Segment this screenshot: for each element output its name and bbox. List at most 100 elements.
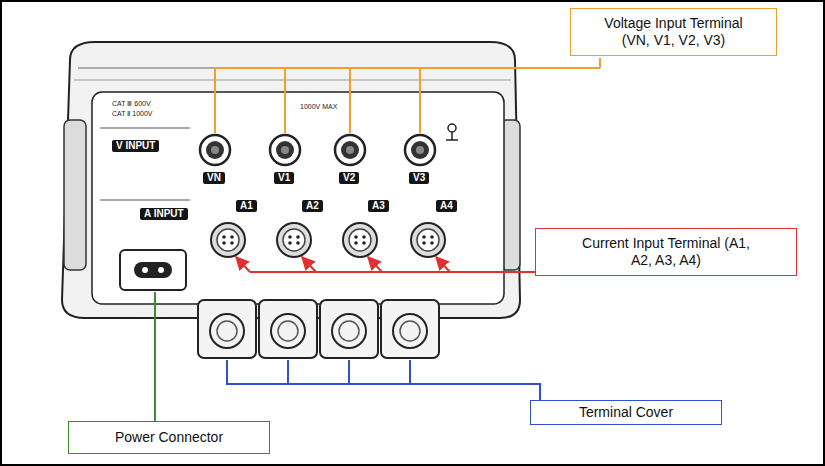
voltage-terminal bbox=[341, 141, 359, 159]
current-terminal bbox=[362, 241, 366, 245]
current-terminal bbox=[422, 241, 426, 245]
current-terminal bbox=[430, 241, 434, 245]
voltage-leader bbox=[349, 68, 351, 133]
device-body bbox=[74, 80, 511, 81]
ground-symbol bbox=[446, 124, 458, 140]
current-terminal bbox=[422, 235, 426, 239]
voltage-terminal bbox=[411, 141, 429, 159]
terminal-cover bbox=[278, 321, 298, 341]
current-terminal bbox=[211, 223, 445, 257]
terminal-tag: V1 bbox=[274, 172, 294, 184]
ground-symbol bbox=[446, 132, 458, 140]
device-body bbox=[64, 120, 86, 270]
current-leader bbox=[236, 257, 250, 272]
voltage-leader bbox=[419, 68, 421, 133]
current-leader bbox=[302, 257, 316, 272]
voltage-terminal bbox=[200, 135, 230, 165]
current-terminal bbox=[296, 241, 300, 245]
callout-box: Current Input Terminal (A1, A2, A3, A4) bbox=[535, 228, 797, 276]
voltage-leader bbox=[599, 58, 601, 68]
voltage-leader bbox=[284, 68, 286, 133]
current-terminal bbox=[283, 229, 305, 251]
current-leader bbox=[236, 257, 535, 272]
voltage-terminal bbox=[270, 135, 300, 165]
current-terminal bbox=[417, 229, 439, 251]
terminal-cover bbox=[198, 300, 439, 358]
current-terminal bbox=[230, 235, 234, 239]
current-leader bbox=[368, 257, 382, 272]
terminal-tag: V2 bbox=[339, 172, 359, 184]
current-terminal bbox=[296, 235, 300, 239]
callout-text: Current Input Terminal (A1, A2, A3, A4) bbox=[581, 235, 751, 269]
current-terminal bbox=[362, 235, 366, 239]
voltage-terminal bbox=[276, 141, 294, 159]
voltage-terminal bbox=[335, 135, 365, 165]
terminal-cover bbox=[259, 300, 317, 358]
callout-box: Power Connector bbox=[68, 421, 270, 454]
current-terminal bbox=[230, 241, 234, 245]
current-terminal bbox=[411, 223, 445, 257]
device-body bbox=[62, 42, 520, 318]
terminal-cover bbox=[198, 300, 256, 358]
terminal-cover bbox=[339, 321, 359, 341]
current-terminal bbox=[354, 235, 358, 239]
cover-leader bbox=[348, 360, 350, 384]
terminal-tag: VN bbox=[203, 172, 225, 184]
cover-leader bbox=[287, 360, 289, 384]
rating-text: CAT Ⅲ 600V bbox=[112, 100, 151, 108]
panel-label: V INPUT bbox=[112, 140, 159, 152]
ground-symbol bbox=[448, 124, 456, 132]
terminal-tag: V3 bbox=[409, 172, 429, 184]
current-terminal bbox=[222, 235, 226, 239]
terminal-cover bbox=[210, 314, 244, 348]
callout-text: Voltage Input Terminal (VN, V1, V2, V3) bbox=[589, 15, 759, 49]
terminal-cover bbox=[400, 321, 420, 341]
voltage-leader bbox=[215, 58, 600, 133]
device-body bbox=[100, 128, 190, 129]
cover-leader bbox=[227, 360, 540, 400]
voltage-leader bbox=[215, 67, 600, 69]
power-connector bbox=[158, 267, 164, 273]
current-terminal bbox=[354, 241, 358, 245]
current-leader bbox=[436, 257, 450, 272]
terminal-cover bbox=[217, 321, 237, 341]
terminal-cover bbox=[381, 300, 439, 358]
current-terminal bbox=[349, 229, 371, 251]
current-terminal bbox=[288, 235, 292, 239]
current-terminal bbox=[343, 223, 377, 257]
callout-text: Terminal Cover bbox=[541, 404, 711, 421]
terminal-cover bbox=[332, 314, 366, 348]
terminal-tag: A1 bbox=[236, 200, 257, 212]
current-terminal bbox=[430, 235, 434, 239]
current-terminal bbox=[288, 241, 292, 245]
rating-text: CAT Ⅱ 1000V bbox=[112, 110, 153, 118]
voltage-terminal bbox=[416, 146, 424, 154]
power-connector bbox=[120, 250, 186, 290]
power-connector bbox=[120, 250, 186, 290]
terminal-tag: A2 bbox=[302, 200, 323, 212]
power-connector bbox=[134, 262, 172, 278]
cover-leader bbox=[227, 360, 540, 400]
voltage-leader bbox=[214, 68, 216, 133]
voltage-terminal bbox=[405, 135, 435, 165]
cover-leader bbox=[409, 360, 411, 384]
device-body bbox=[100, 200, 190, 201]
voltage-terminal bbox=[200, 135, 435, 165]
terminal-cover bbox=[271, 314, 305, 348]
power-leader bbox=[154, 292, 156, 421]
panel-label: A INPUT bbox=[140, 208, 188, 220]
current-leader bbox=[250, 271, 535, 273]
callout-box: Voltage Input Terminal (VN, V1, V2, V3) bbox=[570, 8, 777, 56]
terminal-cover bbox=[320, 300, 378, 358]
callout-box: Terminal Cover bbox=[530, 400, 722, 425]
rating-text: 1000V MAX bbox=[300, 103, 337, 111]
power-connector bbox=[142, 267, 148, 273]
current-terminal bbox=[277, 223, 311, 257]
voltage-terminal bbox=[206, 141, 224, 159]
terminal-tag: A3 bbox=[368, 200, 389, 212]
current-terminal bbox=[217, 229, 239, 251]
terminal-cover bbox=[393, 314, 427, 348]
callout-text: Power Connector bbox=[79, 429, 259, 446]
